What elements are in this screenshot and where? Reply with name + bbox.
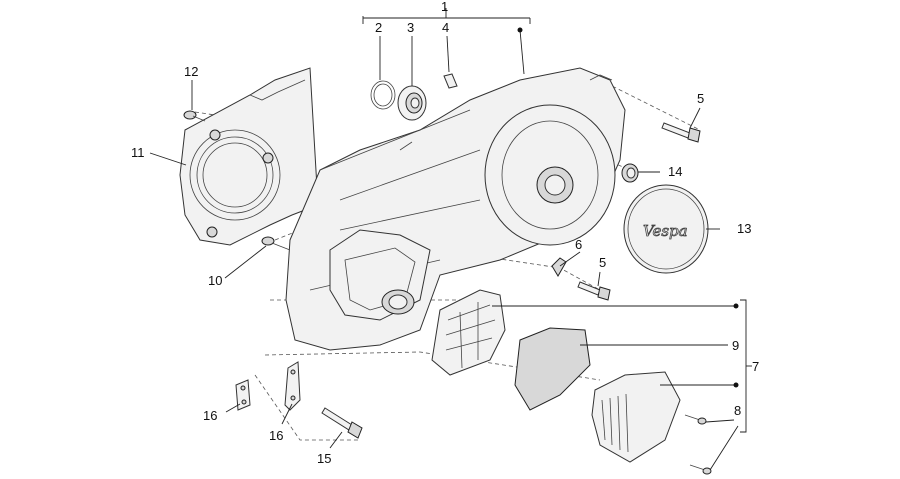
screw-12 [183,110,206,122]
callout-5-lower: 5 [599,255,606,270]
callout-16-right: 16 [269,428,283,443]
gasket-plate [179,67,319,246]
callout-9: 9 [732,338,739,353]
badge-cover: Vespa [623,184,709,274]
callout-labels: 1 2 3 4 5 5 6 7 8 9 10 11 12 13 14 15 16… [131,0,759,466]
callout-13: 13 [737,221,751,236]
dowel-pin [443,73,458,89]
circlip [370,80,396,110]
bracket-16b [284,361,301,411]
screw-10 [261,236,291,251]
bearing [397,85,427,121]
callout-14: 14 [668,164,682,179]
air-duct-inner [431,289,506,376]
callout-6: 6 [575,237,582,252]
clip [551,257,567,277]
screw-8-upper [684,414,707,425]
callout-3: 3 [407,20,414,35]
grommet [621,163,639,183]
callout-5-upper: 5 [697,91,704,106]
filter-sponge [514,327,591,411]
bracket-16a [235,379,251,411]
callout-7: 7 [752,359,759,374]
callout-2: 2 [375,20,382,35]
bolt-5-lower [577,281,611,301]
bolt-5-upper [661,122,701,143]
badge-text: Vespa [643,222,688,240]
callout-4: 4 [442,20,449,35]
callout-15: 15 [317,451,331,466]
bolt-15 [321,407,363,439]
screw-8-lower [689,464,712,475]
crankcase-cover [285,67,626,351]
leader-lines [149,8,752,471]
callout-10: 10 [208,273,222,288]
callout-1: 1 [441,0,448,14]
callout-8: 8 [734,403,741,418]
callout-16-left: 16 [203,408,217,423]
callout-11: 11 [131,145,145,160]
air-duct-outer [591,371,681,463]
callout-12: 12 [184,64,198,79]
